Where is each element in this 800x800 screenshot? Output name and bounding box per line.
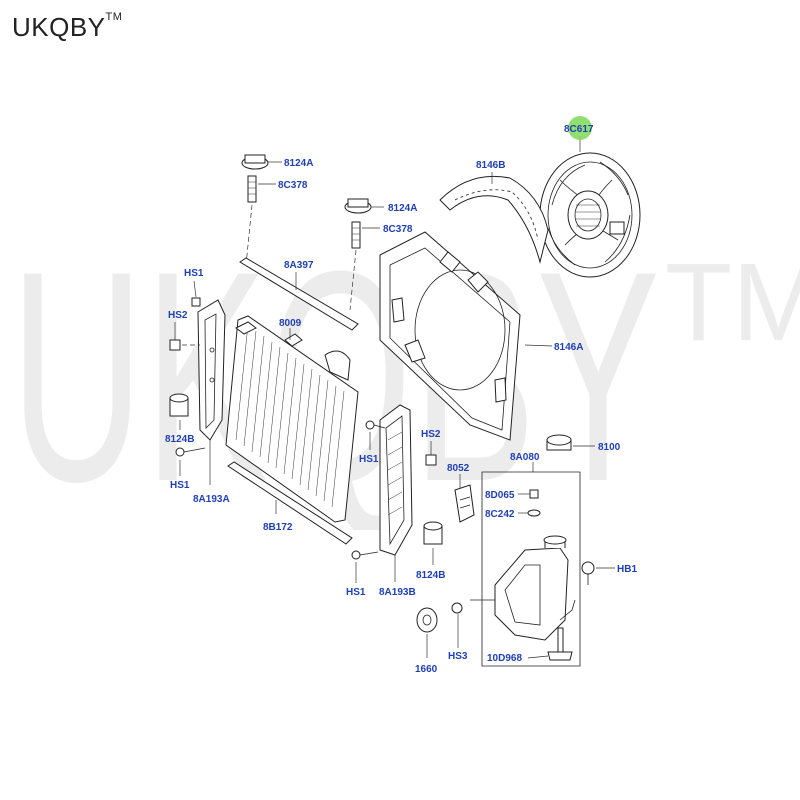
seal-strip-lower[interactable]	[227, 461, 353, 545]
part-label-hs2-right[interactable]: HS2	[421, 429, 441, 440]
o-ring-8c242[interactable]	[518, 509, 541, 517]
cooling-fan[interactable]	[539, 136, 641, 278]
screw-hs1-top-left[interactable]	[191, 280, 201, 307]
brand-name: UKQBY	[12, 12, 106, 42]
part-label-8c378-left[interactable]: 8C378	[278, 180, 308, 191]
part-label-8124a-right[interactable]: 8124A	[388, 203, 417, 214]
mount-bushing-right[interactable]	[423, 521, 443, 565]
coolant-expansion-tank[interactable]	[470, 535, 576, 641]
part-label-8009[interactable]: 8009	[279, 318, 302, 329]
part-label-8124b-left[interactable]: 8124B	[165, 434, 194, 445]
brand-trademark: TM	[105, 11, 123, 24]
brand-logo: UKQBYTM	[12, 11, 123, 43]
radiator-bracket-left[interactable]	[197, 299, 226, 485]
part-label-8100[interactable]: 8100	[598, 442, 621, 453]
seal-strip-upper[interactable]	[239, 257, 359, 331]
part-label-10d968[interactable]: 10D968	[487, 653, 522, 664]
part-label-8a193b[interactable]: 8A193B	[379, 587, 416, 598]
bolt-hb1[interactable]	[581, 561, 615, 585]
part-label-hs1-mid[interactable]: HS1	[359, 454, 379, 465]
part-label-8c242[interactable]: 8C242	[485, 509, 515, 520]
clip-hs3[interactable]	[451, 602, 463, 648]
part-label-8b172[interactable]: 8B172	[263, 522, 293, 533]
part-label-8124a-left[interactable]: 8124A	[284, 158, 313, 169]
tank-group-box	[481, 471, 581, 667]
part-label-hs1-bottom-left[interactable]: HS1	[170, 480, 190, 491]
screw-hs1-bottom-right[interactable]	[351, 550, 379, 583]
part-label-hs1-bottom-right[interactable]: HS1	[346, 587, 366, 598]
fan-shroud-upper[interactable]	[439, 172, 549, 264]
sensor-10d968[interactable]	[527, 627, 573, 661]
stud-right[interactable]	[349, 221, 380, 311]
screw-hs1-mid[interactable]	[365, 420, 386, 450]
part-label-8c617[interactable]: 8C617	[564, 124, 594, 135]
mount-cap-upper-left[interactable]	[241, 154, 282, 170]
tank-cap[interactable]	[546, 434, 595, 451]
part-label-hs2-left[interactable]: HS2	[168, 310, 188, 321]
nut-hs2-left[interactable]	[169, 322, 200, 351]
part-label-hb1[interactable]: HB1	[617, 564, 637, 575]
part-label-8c378-right[interactable]: 8C378	[383, 224, 413, 235]
part-label-1660[interactable]: 1660	[415, 664, 438, 675]
part-label-hs1-top[interactable]: HS1	[184, 268, 204, 279]
part-label-8a080[interactable]: 8A080	[510, 452, 540, 463]
vent-valve-8d065[interactable]	[518, 489, 539, 499]
part-label-8052[interactable]: 8052	[447, 463, 470, 474]
radiator-bracket-right[interactable]	[379, 404, 413, 582]
radiator[interactable]	[225, 315, 359, 523]
part-label-8d065[interactable]: 8D065	[485, 490, 515, 501]
sensor-8052[interactable]	[454, 474, 475, 523]
mount-bushing-left[interactable]	[169, 393, 189, 430]
part-label-8a397[interactable]: 8A397	[284, 260, 314, 271]
screw-hs1-bottom-left[interactable]	[175, 447, 206, 476]
part-label-hs3[interactable]: HS3	[448, 651, 468, 662]
part-label-8146a[interactable]: 8146A	[554, 342, 583, 353]
mount-cap-upper-right[interactable]	[344, 198, 384, 214]
highlight-marker	[568, 116, 592, 140]
fan-shroud[interactable]	[379, 231, 553, 441]
stud-left[interactable]	[245, 175, 276, 266]
part-label-8a193a[interactable]: 8A193A	[193, 494, 230, 505]
grommet-1660[interactable]	[416, 607, 438, 658]
part-label-8146b[interactable]: 8146B	[476, 160, 505, 171]
nut-hs2-right[interactable]	[425, 441, 437, 466]
part-label-8124b-right[interactable]: 8124B	[416, 570, 445, 581]
